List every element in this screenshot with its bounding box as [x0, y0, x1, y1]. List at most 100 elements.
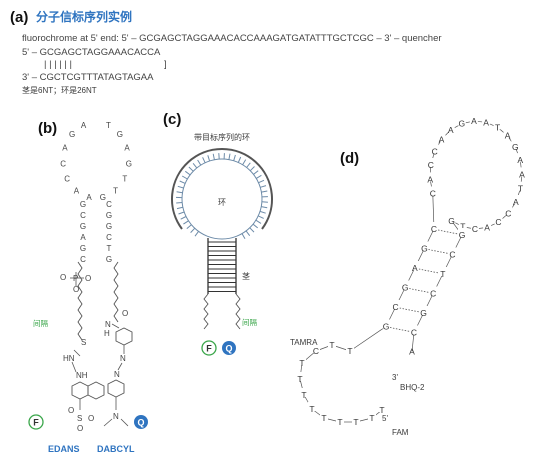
loop-label: 环	[218, 198, 226, 207]
dabcyl-quencher-marker: Q	[134, 415, 148, 429]
loop-base-bg	[493, 120, 502, 130]
stem-base-bg	[448, 247, 457, 257]
loop-base: G	[69, 130, 75, 139]
stem-base-right: C	[411, 328, 417, 338]
loop-base: A	[74, 187, 80, 196]
base-pair-bond	[428, 249, 449, 254]
three-prime-label: 3'	[392, 373, 398, 382]
stem-base-left: A	[412, 263, 418, 273]
loop-base: A	[517, 155, 523, 165]
phosphate-o-right: O	[85, 274, 91, 283]
loop-hatch-tick	[192, 162, 198, 169]
loop-base: A	[471, 116, 477, 126]
loop-hatch-tick	[253, 170, 259, 175]
dimethylamine-n: N	[113, 412, 119, 421]
loop-base-bg	[447, 213, 456, 223]
loop-hatch-tick	[237, 156, 242, 163]
stem-base-left: C	[80, 255, 86, 264]
sulfonate-o-2: O	[88, 414, 94, 423]
loop-base: G	[117, 130, 123, 139]
loop-base-bg	[430, 144, 439, 154]
edans-fluor-marker: F	[28, 414, 44, 430]
loop-hatch-tick	[178, 211, 185, 215]
loop-base-bg	[516, 181, 525, 191]
stem-base-right: T	[440, 269, 445, 279]
stem-base-right: G	[459, 230, 466, 240]
target-strand-arc	[171, 148, 273, 230]
sulfonate-o-3: O	[77, 424, 83, 433]
tail-base-bg	[308, 402, 316, 411]
amide-n: N	[105, 320, 111, 329]
tail-base: C	[313, 346, 319, 356]
benzene-ring-2	[107, 379, 125, 398]
stem-base-left: G	[80, 244, 86, 253]
loop-hatch-tick	[256, 174, 262, 179]
stem-base-bg	[410, 261, 419, 270]
loop-hatch-tick	[190, 227, 196, 233]
bhq2-label: BHQ-2	[400, 383, 425, 392]
panel-a: (a) 分子信标序列实例 fluorochrome at 5' end: 5' …	[10, 9, 442, 95]
loop-base-bg	[458, 219, 467, 229]
loop-hatch-tick	[259, 210, 266, 214]
loop-base: C	[428, 160, 434, 170]
stem-base-left: C	[80, 211, 86, 220]
loop-base-bg	[426, 172, 435, 182]
loop-base: C	[505, 208, 511, 218]
stem-base-bg	[438, 267, 447, 276]
loop-hatch-tick	[202, 157, 206, 163]
loop-base: T	[122, 175, 127, 184]
loop-base: A	[81, 121, 87, 130]
loop-base: A	[448, 125, 454, 135]
loop-base: G	[512, 142, 519, 152]
quencher-marker-c: Q	[222, 341, 236, 355]
stem-base-right: C	[430, 289, 436, 299]
loop-base: C	[472, 224, 478, 234]
loop-base: A	[427, 174, 433, 184]
azo-n-1: N	[120, 354, 126, 363]
stem-base-bg	[458, 228, 466, 237]
tail-base: T	[301, 390, 306, 400]
three-prime-base: A	[409, 347, 415, 357]
tail-base-bg	[346, 344, 354, 353]
loop-hatch-tick	[188, 166, 194, 172]
loop-base: G	[458, 119, 465, 129]
quencher-letter-b: Q	[137, 418, 144, 428]
left-linker	[77, 261, 83, 341]
loop-base: C	[64, 175, 70, 184]
loop-hatch-tick	[242, 159, 247, 165]
tail-base-bg	[312, 344, 320, 353]
loop-base: A	[62, 143, 68, 152]
loop-hatch-tick	[183, 220, 189, 225]
tail-base-bg	[336, 415, 344, 424]
stem-base-bg	[391, 300, 400, 309]
fluor-linker	[203, 293, 209, 330]
loop-base-bg	[426, 158, 435, 168]
loop-hatch-tick	[176, 202, 183, 204]
carbonyl-o: O	[122, 309, 128, 318]
loop-hatch-tick	[176, 206, 184, 210]
base-pair-bonds: | | | | | |	[44, 59, 72, 70]
tail-base: T	[337, 417, 342, 427]
loop-hatch-tick	[261, 206, 268, 209]
loop-hatch-tick	[194, 231, 199, 237]
sequence-line-3: 3' – CGCTCGTTTATAGTAGAA	[22, 72, 154, 83]
loop-hatch-tick	[246, 162, 251, 168]
loop-hatch-tick	[179, 180, 186, 184]
stem-base-left: G	[80, 200, 86, 209]
loop-base: A	[513, 197, 519, 207]
loop-hatch-tick	[258, 215, 264, 219]
phosphate-o-left: O	[60, 273, 66, 282]
loop-base: G	[100, 193, 106, 202]
stem-base-bg	[420, 241, 429, 251]
loop-hatching	[175, 153, 268, 240]
tail-base: T	[379, 405, 384, 415]
stem-base-right: C	[449, 250, 455, 260]
edans-naphthalene: O S O O	[68, 381, 105, 433]
loop-base: T	[113, 187, 118, 196]
quencher-letter-c: Q	[225, 344, 232, 354]
loop-base-bg	[494, 215, 503, 225]
loop-base: C	[495, 217, 501, 227]
amine-nh: NH	[76, 371, 88, 380]
tail-base: T	[297, 374, 302, 384]
tail-base-bg	[298, 356, 306, 365]
